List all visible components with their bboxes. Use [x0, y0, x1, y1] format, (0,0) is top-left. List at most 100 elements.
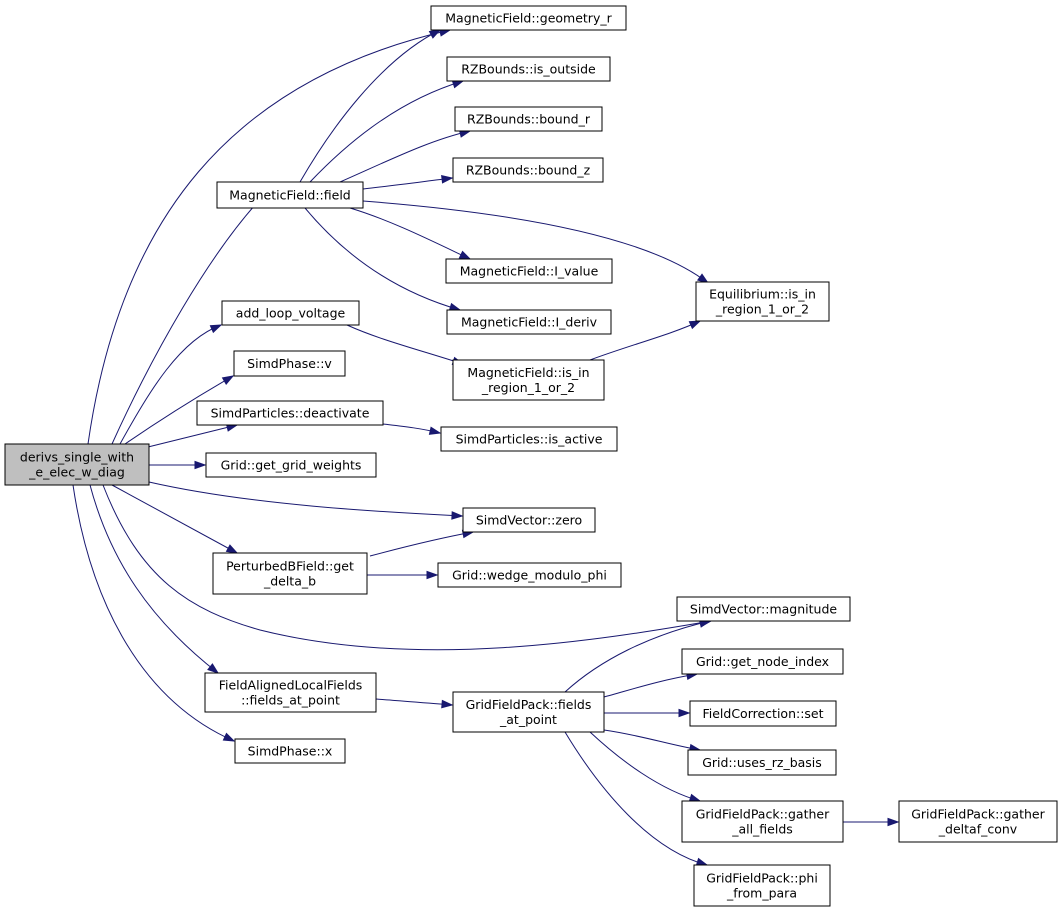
node-gfp-gather-all-fields[interactable]: GridFieldPack::gather_all_fields: [681, 800, 844, 843]
edge-line: [87, 29, 451, 445]
node-box[interactable]: [452, 691, 605, 733]
node-label: Grid::get_node_index: [696, 654, 829, 669]
node-sp-is-active[interactable]: SimdParticles::is_active: [440, 426, 618, 452]
node-mf-i-value[interactable]: MagneticField::I_value: [445, 258, 613, 284]
node-mf-i-deriv[interactable]: MagneticField::I_deriv: [446, 309, 612, 335]
node-box[interactable]: [687, 749, 837, 776]
edge-root-to-sp_deactivate: [147, 423, 239, 448]
node-root[interactable]: derivs_single_with_e_elec_w_diag: [4, 443, 150, 486]
node-box[interactable]: [452, 157, 604, 183]
node-rzb-is-outside[interactable]: RZBounds::is_outside: [446, 56, 611, 82]
node-gfp-gather-deltaf-conv[interactable]: GridFieldPack::gather_deltaf_conv: [898, 800, 1058, 843]
edge-line: [304, 207, 461, 311]
node-label: SimdParticles::is_active: [456, 432, 603, 447]
edge-root-to-falf_fields_at_point: [89, 484, 220, 674]
node-label: _from_para: [726, 886, 797, 901]
node-mf-field[interactable]: MagneticField::field: [216, 181, 364, 209]
node-mf-geometry-r[interactable]: MagneticField::geometry_r: [430, 5, 627, 31]
node-label: SimdVector::magnitude: [690, 602, 837, 617]
node-label: Grid::wedge_modulo_phi: [452, 568, 607, 583]
node-eq-is-in-region[interactable]: Equilibrium::is_in_region_1_or_2: [695, 281, 830, 322]
node-grid-get-grid-weights[interactable]: Grid::get_grid_weights: [205, 452, 377, 478]
node-label: PerturbedBField::get: [226, 559, 354, 574]
node-falf-fields-at-point[interactable]: FieldAlignedLocalFields::fields_at_point: [204, 672, 377, 713]
node-label: MagneticField::geometry_r: [445, 11, 612, 26]
node-box[interactable]: [205, 452, 377, 478]
node-box[interactable]: [212, 552, 368, 595]
arrow-head: [428, 29, 442, 39]
arrow-head: [451, 511, 464, 520]
node-sp-deactivate[interactable]: SimdParticles::deactivate: [196, 400, 384, 426]
node-box[interactable]: [233, 350, 346, 377]
node-box[interactable]: [452, 359, 605, 401]
arrow-head: [225, 544, 239, 554]
edge-line: [102, 484, 712, 651]
node-box[interactable]: [4, 443, 150, 486]
node-label: SimdPhase::v: [247, 356, 332, 371]
edge-line: [124, 375, 234, 445]
node-rzb-bound-r[interactable]: RZBounds::bound_r: [454, 106, 603, 132]
node-rzb-bound-z[interactable]: RZBounds::bound_z: [452, 157, 604, 183]
node-sv-zero[interactable]: SimdVector::zero: [462, 507, 596, 533]
edge-line: [111, 484, 238, 554]
node-label: GridFieldPack::gather: [696, 807, 830, 822]
node-box[interactable]: [462, 507, 596, 533]
edge-line: [349, 207, 471, 260]
node-box[interactable]: [234, 738, 346, 764]
node-box[interactable]: [898, 800, 1058, 843]
node-pbf-get-delta-b[interactable]: PerturbedBField::get_delta_b: [212, 552, 368, 595]
node-box[interactable]: [440, 426, 618, 452]
node-label: MagneticField::is_in: [467, 365, 589, 380]
edge-add_loop_voltage-to-mf_is_in_region: [346, 324, 465, 365]
node-grid-get-node-index[interactable]: Grid::get_node_index: [681, 648, 844, 675]
edge-line: [589, 320, 701, 361]
arrow-head: [678, 708, 691, 718]
edge-root-to-grid_get_grid_weights: [149, 460, 207, 470]
edge-line: [72, 484, 235, 742]
node-box[interactable]: [681, 800, 844, 843]
node-box[interactable]: [689, 700, 837, 727]
node-box[interactable]: [196, 400, 384, 426]
edge-mf_is_in_region-to-eq_is_in_region: [589, 320, 702, 361]
node-box[interactable]: [446, 309, 612, 335]
edge-line: [89, 484, 219, 674]
node-label: SimdVector::zero: [476, 513, 582, 528]
node-box[interactable]: [446, 56, 611, 82]
node-simdphase-x[interactable]: SimdPhase::x: [234, 738, 346, 764]
node-gfp-fields-at-point[interactable]: GridFieldPack::fields_at_point: [452, 691, 605, 733]
node-box[interactable]: [693, 864, 831, 907]
node-fc-set[interactable]: FieldCorrection::set: [689, 700, 837, 727]
node-box[interactable]: [676, 596, 851, 622]
node-sv-magnitude[interactable]: SimdVector::magnitude: [676, 596, 851, 622]
node-box[interactable]: [695, 281, 830, 322]
node-box[interactable]: [437, 562, 622, 588]
edge-gfp_fields_at_point-to-grid_get_node_index: [603, 671, 699, 698]
node-gfp-phi-from-para[interactable]: GridFieldPack::phi_from_para: [693, 864, 831, 907]
node-grid-uses-rz-basis[interactable]: Grid::uses_rz_basis: [687, 749, 837, 776]
edge-line: [369, 531, 474, 557]
edge-line: [299, 29, 441, 183]
node-add-loop-voltage[interactable]: add_loop_voltage: [221, 300, 360, 326]
arrow-head: [887, 817, 900, 827]
node-label: MagneticField::I_deriv: [461, 315, 598, 330]
node-box[interactable]: [681, 648, 844, 675]
node-box[interactable]: [445, 258, 613, 284]
node-simdphase-v[interactable]: SimdPhase::v: [233, 350, 346, 377]
node-box[interactable]: [204, 672, 377, 713]
arrow-head: [222, 732, 236, 742]
edge-line: [346, 324, 464, 365]
node-mf-is-in-region[interactable]: MagneticField::is_in_region_1_or_2: [452, 359, 605, 401]
node-label: _delta_b: [263, 574, 316, 589]
arrow-head: [207, 663, 220, 674]
node-box[interactable]: [216, 181, 364, 209]
edge-line: [309, 80, 464, 183]
edge-line: [603, 673, 698, 698]
node-box[interactable]: [454, 106, 603, 132]
arrow-head: [695, 857, 709, 867]
node-box[interactable]: [430, 5, 627, 31]
arrow-head: [428, 426, 442, 435]
node-grid-wedge-modulo-phi[interactable]: Grid::wedge_modulo_phi: [437, 562, 622, 588]
node-label: _region_1_or_2: [481, 380, 575, 395]
node-box[interactable]: [221, 300, 360, 326]
node-label: Equilibrium::is_in: [709, 287, 816, 302]
